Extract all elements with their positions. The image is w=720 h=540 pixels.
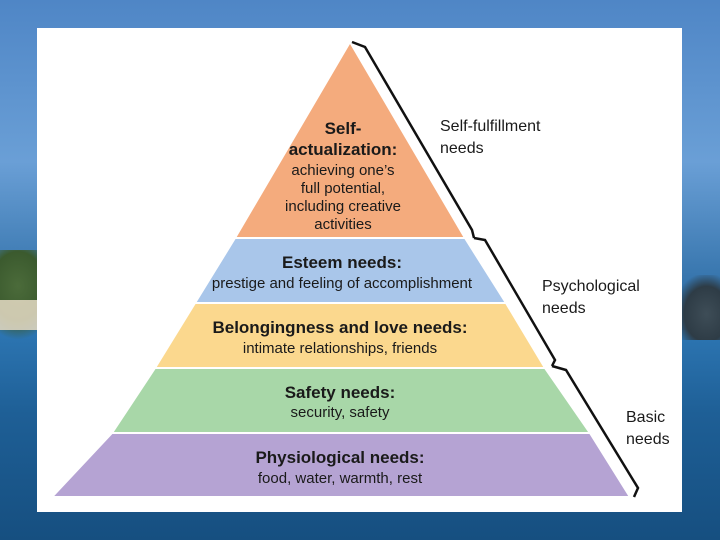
level-title-line: Self- xyxy=(325,119,362,138)
level-title-line: Safety needs: xyxy=(285,383,396,402)
level-title-line: Physiological needs: xyxy=(255,448,424,467)
level-title-line: Belongingness and love needs: xyxy=(212,318,467,337)
level-desc-line: including creative xyxy=(285,198,401,215)
level-desc-line: food, water, warmth, rest xyxy=(258,470,423,487)
level-desc-line: prestige and feeling of accomplishment xyxy=(212,275,473,292)
level-desc-line: full potential, xyxy=(301,180,385,197)
group-label-line: needs xyxy=(626,431,670,448)
group-label-line: needs xyxy=(542,300,586,317)
group-label-line: Psychological xyxy=(542,278,640,295)
level-desc-line: security, safety xyxy=(291,404,390,421)
bracket-self-fulfillment xyxy=(351,40,476,239)
group-label-line: Basic xyxy=(626,409,665,426)
level-title-line: Esteem needs: xyxy=(282,253,402,272)
bracket-psychological xyxy=(473,236,557,367)
group-label-line: Self-fulfillment xyxy=(440,118,541,135)
bracket-basic xyxy=(551,364,640,498)
level-desc-line: activities xyxy=(314,216,372,233)
pyramid-level-physiological xyxy=(49,432,632,498)
level-desc-line: intimate relationships, friends xyxy=(243,340,437,357)
level-title-line: actualization: xyxy=(289,140,398,159)
island-right xyxy=(675,275,720,340)
group-label-line: needs xyxy=(440,140,484,157)
level-desc-line: achieving one’s xyxy=(291,162,394,179)
